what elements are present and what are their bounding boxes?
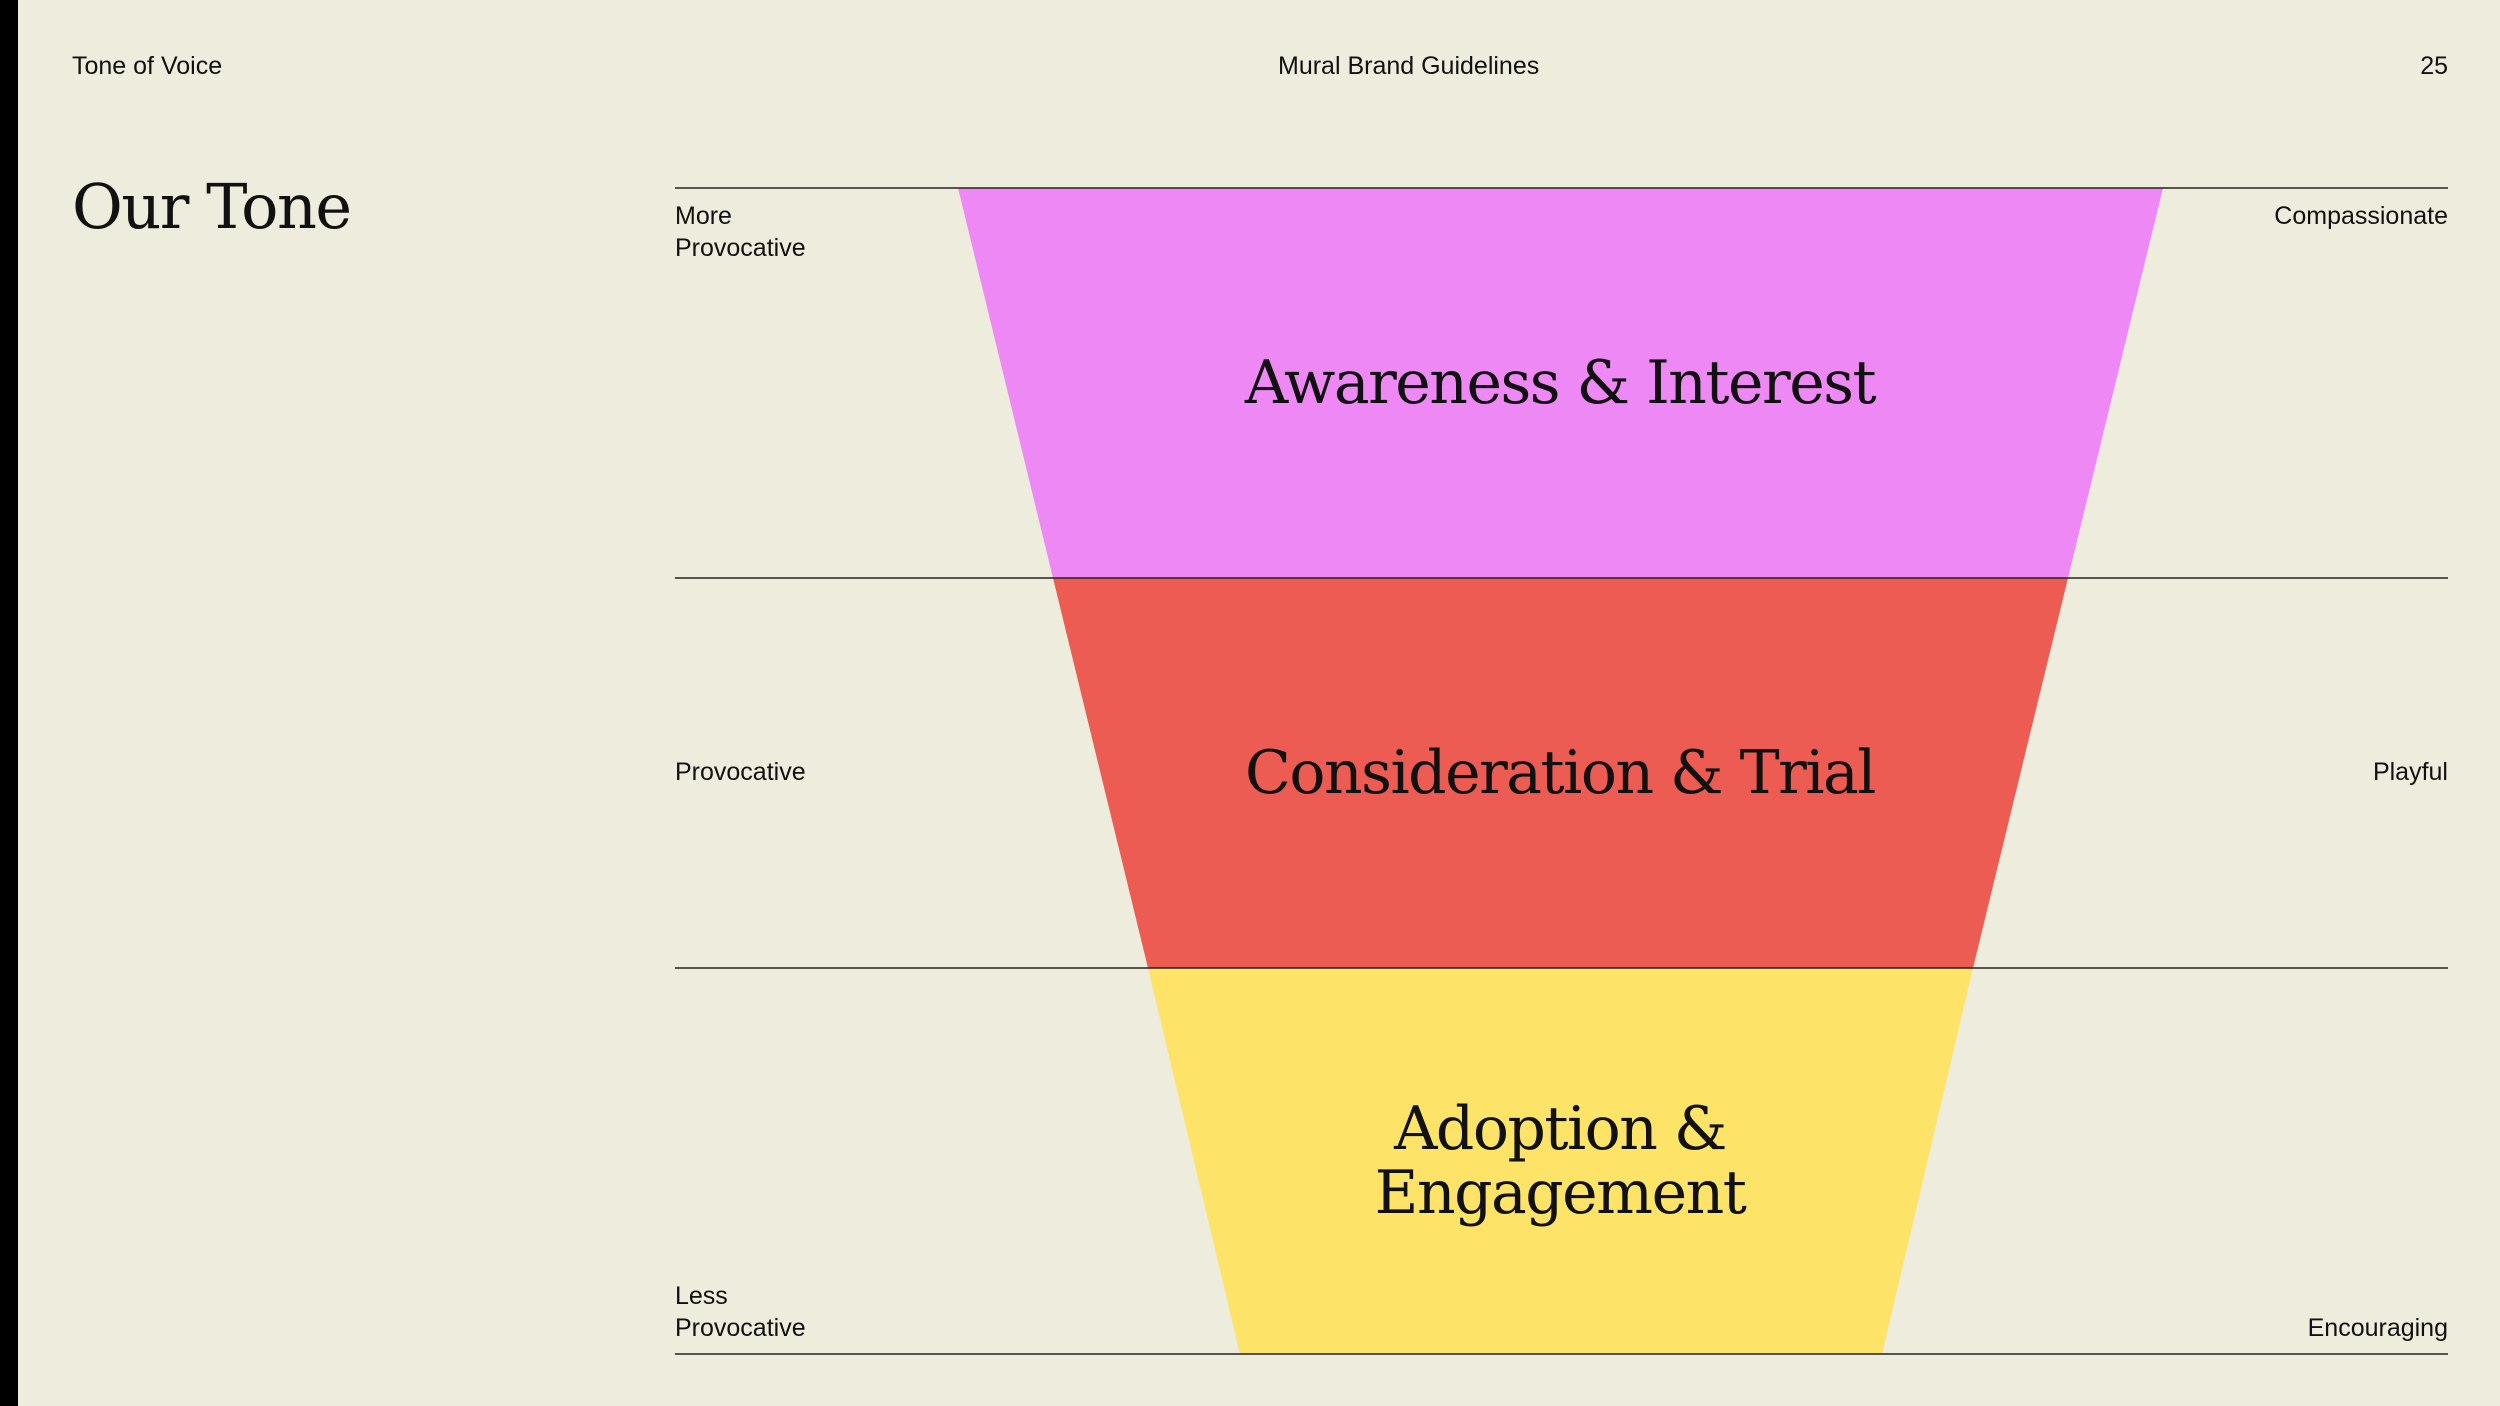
right-label-top-line-1: Compassionate [2274, 202, 2448, 230]
right-label-bottom: Encouraging [2308, 1312, 2448, 1344]
left-label-middle: Provocative [675, 756, 806, 788]
stage-label-adoption-line-2: Engagement [1375, 1158, 1747, 1228]
left-label-top-line-1: More [675, 202, 732, 230]
page-title: Our Tone [72, 170, 352, 243]
stage-label-awareness-line-1: Awareness & Interest [1244, 348, 1877, 418]
left-edge-bar [0, 0, 18, 1406]
stage-label-consideration-line-1: Consideration & Trial [1245, 738, 1875, 808]
right-label-middle-line-1: Playful [2372, 758, 2448, 786]
left-label-middle-line-1: Provocative [675, 758, 806, 786]
right-label-middle: Playful [2373, 756, 2448, 788]
left-label-bottom-line-2: Provocative [675, 1314, 806, 1342]
header-section: Tone of Voice [72, 52, 223, 80]
left-label-top: More Provocative [675, 200, 806, 264]
stage-label-adoption-line-1: Adoption & [1393, 1094, 1726, 1164]
left-label-top-line-2: Provocative [675, 234, 806, 262]
header-page-number: 25 [2420, 52, 2448, 80]
funnel-band-awareness [958, 188, 2163, 578]
funnel-band-consideration [1053, 578, 2068, 968]
header-document-title: Mural Brand Guidelines [1278, 52, 1540, 80]
left-label-bottom-line-1: Less [675, 1282, 728, 1310]
left-label-bottom: Less Provocative [675, 1280, 806, 1344]
funnel-band-adoption [1148, 968, 1973, 1354]
right-label-top: Compassionate [2274, 200, 2448, 232]
right-label-bottom-line-1: Encouraging [2307, 1314, 2448, 1342]
